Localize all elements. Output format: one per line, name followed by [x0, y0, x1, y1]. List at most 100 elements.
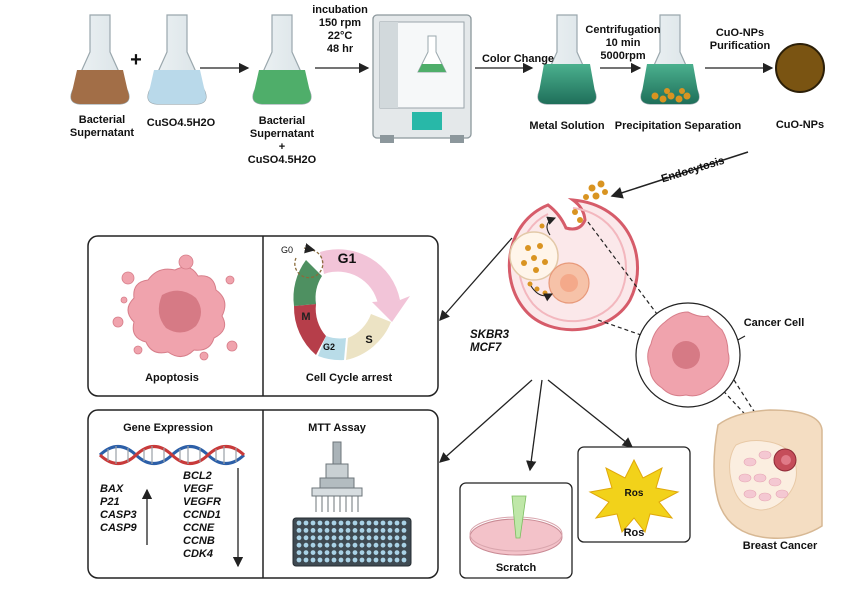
label-color-change: Color Change: [481, 53, 555, 65]
skbr3-cell: [507, 198, 639, 332]
plate-well: [317, 557, 323, 563]
plate-well: [359, 528, 365, 533]
plate-well: [366, 528, 372, 533]
petri-dish-icon: [469, 495, 563, 556]
plate-well: [331, 528, 337, 533]
plate-well: [359, 542, 365, 548]
plate-well: [373, 542, 379, 548]
plate-well: [359, 535, 365, 541]
up-regulated-genes: BAX P21 CASP3 CASP9: [100, 483, 137, 534]
plate-well: [324, 528, 330, 533]
plate-well: [345, 535, 351, 541]
plate-well: [380, 557, 386, 563]
plate-well: [338, 550, 344, 555]
plate-well: [345, 557, 351, 563]
plate-well: [352, 528, 358, 533]
plate-well: [338, 528, 344, 533]
arrow-to-bottom-panel: [439, 379, 533, 463]
plate-well: [317, 550, 323, 555]
label-ros: Ros: [623, 527, 645, 539]
arrow-endocytosis: [610, 151, 749, 199]
plate-well: [387, 535, 393, 541]
label-mixture: Bacterial Supernatant + CuSO4.5H2O: [247, 115, 317, 166]
plate-well: [338, 557, 344, 563]
plate-well: [345, 542, 351, 548]
plate-well: [401, 535, 407, 541]
plate-well: [310, 557, 316, 563]
plate-well: [373, 550, 379, 555]
plate-well: [303, 520, 309, 526]
plate-well: [366, 550, 372, 555]
plate-well: [296, 520, 302, 526]
plate-well: [401, 520, 407, 526]
arrow-to-ros: [547, 379, 634, 448]
label-cell-cycle-arrest: Cell Cycle arrest: [305, 372, 393, 384]
plate-well: [317, 542, 323, 548]
plate-well: [352, 520, 358, 526]
cell-cycle-wheel: [293, 243, 410, 361]
plate-well: [324, 557, 330, 563]
plate-well: [359, 557, 365, 563]
plate-well: [338, 535, 344, 541]
plate-well: [394, 520, 400, 526]
label-centrifugation: Centrifugation 10 min 5000rpm: [585, 24, 661, 62]
plate-well: [373, 528, 379, 533]
flask-precipitation: [640, 14, 700, 105]
plate-well: [359, 520, 365, 526]
incubator-icon: [372, 14, 472, 143]
dna-helix-icon: [98, 445, 246, 465]
plate-well: [331, 550, 337, 555]
plate-well: [324, 535, 330, 541]
plate-well: [373, 535, 379, 541]
plate-well: [345, 528, 351, 533]
plate-well: [352, 542, 358, 548]
apoptosis-cell: [112, 254, 238, 361]
plate-well: [324, 550, 330, 555]
label-mtt-assay: MTT Assay: [308, 422, 366, 434]
plate-well: [345, 550, 351, 555]
plate-well: [324, 542, 330, 548]
plate-well: [331, 557, 337, 563]
flask-bacterial-supernatant: [70, 14, 130, 105]
plate-well: [310, 542, 316, 548]
label-gene-expression: Gene Expression: [123, 422, 213, 434]
endocytosis-vesicle: [572, 209, 583, 223]
label-cuo-nps: CuO-NPs: [775, 119, 825, 131]
plate-well: [394, 535, 400, 541]
plate-well: [373, 520, 379, 526]
ros-star-icon: [588, 458, 680, 534]
plate-well: [352, 550, 358, 555]
plate-well: [401, 528, 407, 533]
plate-well: [359, 550, 365, 555]
plate-well: [380, 535, 386, 541]
plate-well: [352, 535, 358, 541]
plate-well: [296, 550, 302, 555]
plate-well: [366, 520, 372, 526]
plate-well: [331, 542, 337, 548]
arrow-to-scratch: [526, 379, 543, 472]
label-cuso4: CuSO4.5H2O: [146, 117, 216, 129]
phase-s: S: [365, 334, 373, 346]
plate-well: [366, 535, 372, 541]
plate-well: [317, 520, 323, 526]
plate-well: [324, 520, 330, 526]
plate-well: [296, 542, 302, 548]
well-plate-icon: [292, 517, 412, 567]
phase-m: M: [301, 311, 311, 323]
plate-well: [380, 528, 386, 533]
plate-well: [394, 557, 400, 563]
ros-star-text: Ros: [624, 488, 644, 499]
plate-well: [401, 557, 407, 563]
plate-well: [387, 542, 393, 548]
plate-well: [401, 550, 407, 555]
plate-well: [338, 520, 344, 526]
plate-well: [380, 542, 386, 548]
label-breast-cancer: Breast Cancer: [742, 540, 818, 552]
phase-g0: G0: [280, 245, 293, 255]
plate-well: [394, 528, 400, 533]
plate-well: [380, 520, 386, 526]
plate-well: [310, 520, 316, 526]
label-apoptosis: Apoptosis: [145, 372, 199, 384]
plate-well: [366, 542, 372, 548]
